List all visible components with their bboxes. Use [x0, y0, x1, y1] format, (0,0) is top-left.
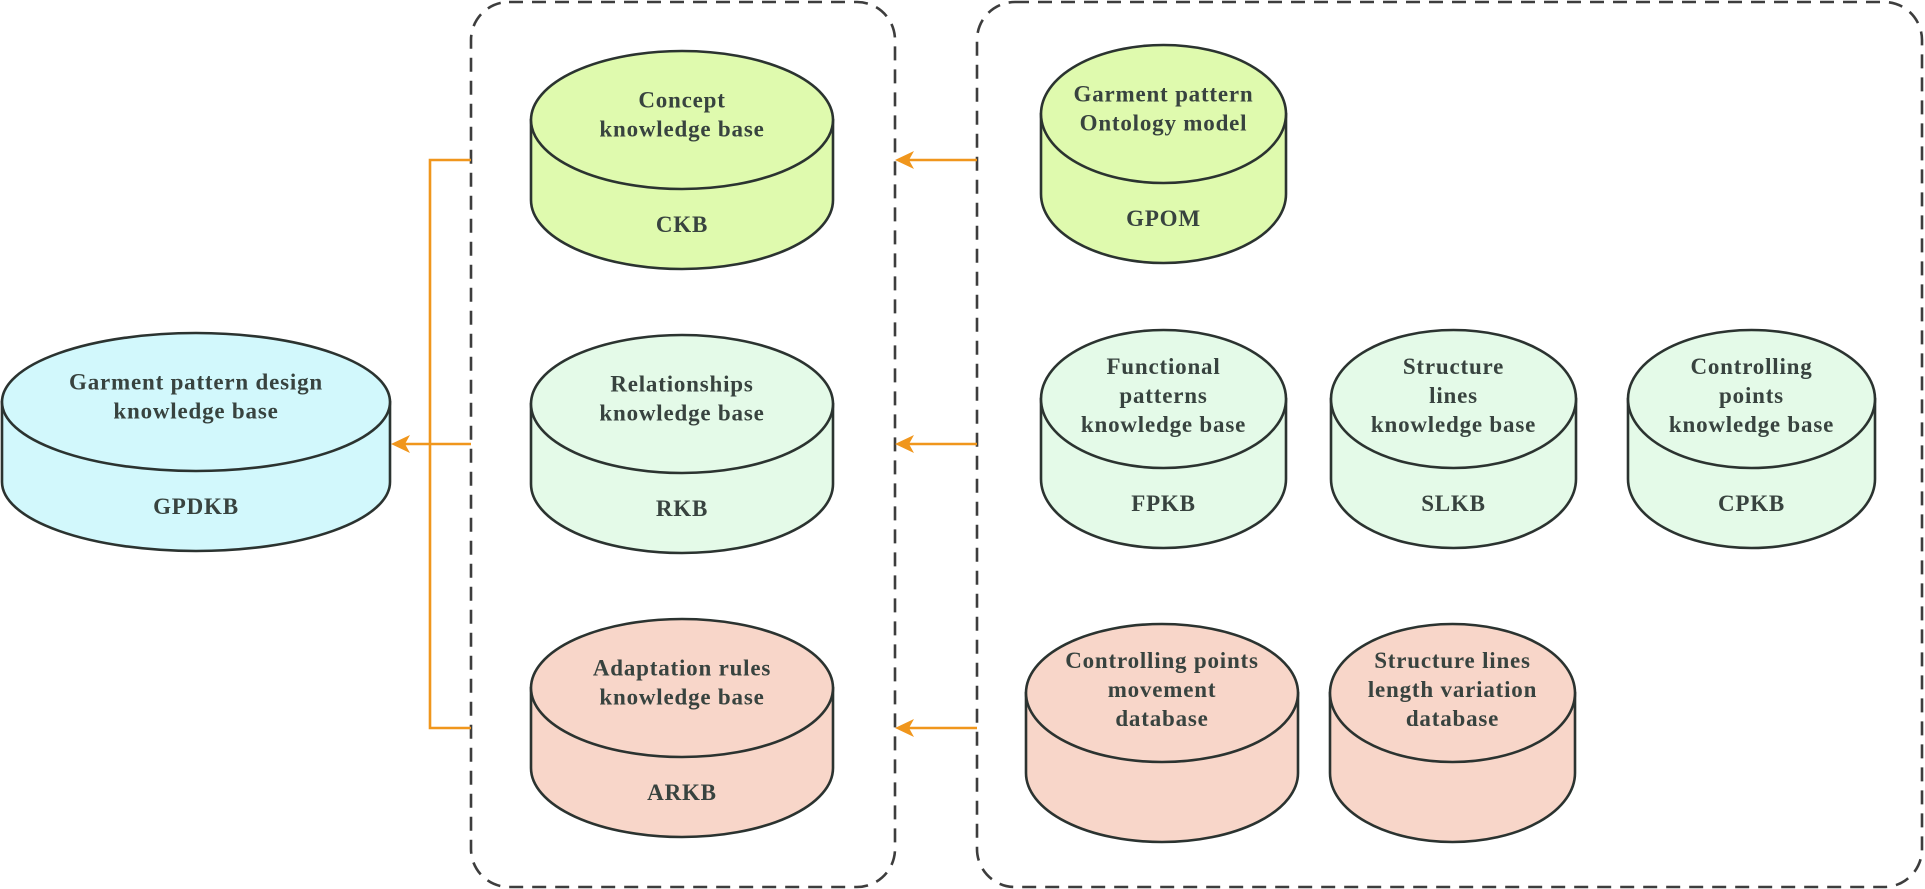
node-title-line: Controlling: [1690, 354, 1812, 379]
arrowhead-icon: [895, 719, 914, 737]
node-abbreviation: GPOM: [1126, 206, 1201, 231]
cylinder-top: [529, 49, 835, 191]
cylinder-top: [1024, 622, 1300, 764]
cylinder-slvd: Structure lines length variation database: [1328, 622, 1577, 844]
node-title-line: knowledge base: [113, 399, 278, 424]
node-title-line: knowledge base: [599, 401, 764, 426]
node-title-line: Structure lines: [1374, 648, 1531, 673]
cylinder-top: [1328, 622, 1577, 764]
node-title-line: knowledge base: [1081, 412, 1246, 437]
cylinder-top: [529, 617, 835, 759]
node-abbreviation: RKB: [656, 496, 708, 521]
node-title-line: patterns: [1119, 383, 1207, 408]
connector-row1-to-ckb: [895, 151, 977, 169]
node-title-line: Concept: [638, 88, 725, 113]
node-title-line: knowledge base: [599, 117, 764, 142]
node-title-line: knowledge base: [1669, 412, 1834, 437]
cylinder-cpmd: Controlling points movement database: [1024, 622, 1300, 844]
cylinder-top: [1039, 43, 1288, 185]
node-title-line: movement: [1108, 677, 1217, 702]
node-title-line: Structure: [1403, 354, 1504, 379]
cylinder-top: [1626, 328, 1877, 470]
cylinder-top: [0, 331, 392, 473]
node-title-line: Relationships: [610, 372, 753, 397]
node-title-line: points: [1719, 383, 1784, 408]
node-title-line: length variation: [1368, 677, 1537, 702]
connector-middle-to-gpdkb: [391, 158, 471, 730]
node-title-line: knowledge base: [1371, 412, 1536, 437]
node-title-line: knowledge base: [599, 685, 764, 710]
arrowhead-icon: [391, 435, 410, 453]
node-title-line: Ontology model: [1080, 111, 1248, 136]
node-title-line: lines: [1429, 383, 1478, 408]
node-abbreviation: GPDKB: [153, 494, 239, 519]
cylinder-top: [1039, 328, 1288, 470]
middle-group-box: [469, 0, 897, 889]
node-title-line: Garment pattern design: [69, 370, 323, 395]
node-abbreviation: FPKB: [1131, 491, 1196, 516]
node-title-line: Adaptation rules: [593, 656, 771, 681]
arrowhead-icon: [895, 151, 914, 169]
node-title-line: Garment pattern: [1074, 82, 1254, 107]
connector-row2-to-rkb: [895, 435, 977, 453]
node-title-line: Controlling points: [1065, 648, 1259, 673]
arrowhead-icon: [895, 435, 914, 453]
node-title-line: database: [1115, 706, 1208, 731]
cylinder-top: [1329, 328, 1578, 470]
cylinder-top: [529, 333, 835, 475]
node-abbreviation: SLKB: [1421, 491, 1486, 516]
connector-row3-to-arkb: [895, 719, 977, 737]
node-abbreviation: CKB: [656, 212, 708, 237]
cylinder-gpdkb: Garment pattern design knowledge baseGPDK…: [0, 331, 392, 553]
node-title-line: database: [1406, 706, 1499, 731]
node-abbreviation: ARKB: [647, 780, 717, 805]
node-title-line: Functional: [1106, 354, 1220, 379]
node-abbreviation: CPKB: [1718, 491, 1785, 516]
